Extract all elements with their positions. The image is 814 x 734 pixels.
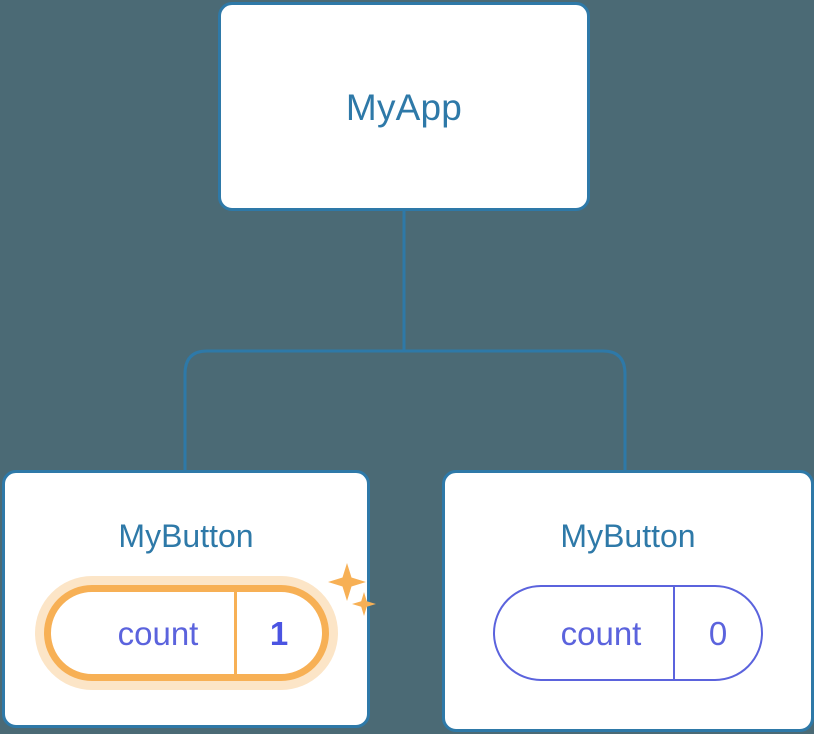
state-pill-holder-left: count 1	[43, 563, 376, 681]
state-pill-wrap-left: count 1	[5, 563, 376, 681]
sparkle-group	[327, 563, 376, 616]
state-pill-value-right: 0	[673, 587, 761, 679]
state-pill-holder-right: count 0	[493, 585, 763, 681]
node-myapp-title: MyApp	[345, 87, 463, 128]
state-pill-key-left: count	[117, 614, 199, 652]
sparkle-star-small-icon	[351, 592, 376, 616]
node-mybutton-left[interactable]: MyButton count 1	[2, 470, 376, 728]
node-myapp[interactable]: MyApp	[218, 2, 590, 211]
state-pill-count-right[interactable]: count 0	[493, 585, 763, 681]
state-pill-wrap-right: count 0	[445, 585, 811, 681]
sparkle-star-large-icon	[327, 563, 366, 601]
node-mybutton-right-title: MyButton	[560, 518, 696, 554]
connector-to-left-child	[183, 349, 404, 470]
state-pill-count-left[interactable]: count 1	[43, 585, 329, 681]
state-pill-value-left: 1	[233, 592, 322, 674]
node-mybutton-right[interactable]: MyButton count 0	[442, 470, 814, 732]
state-pill-key-right: count	[560, 614, 642, 652]
node-mybutton-left-title: MyButton	[118, 518, 254, 554]
connector-to-right-child	[404, 349, 627, 470]
